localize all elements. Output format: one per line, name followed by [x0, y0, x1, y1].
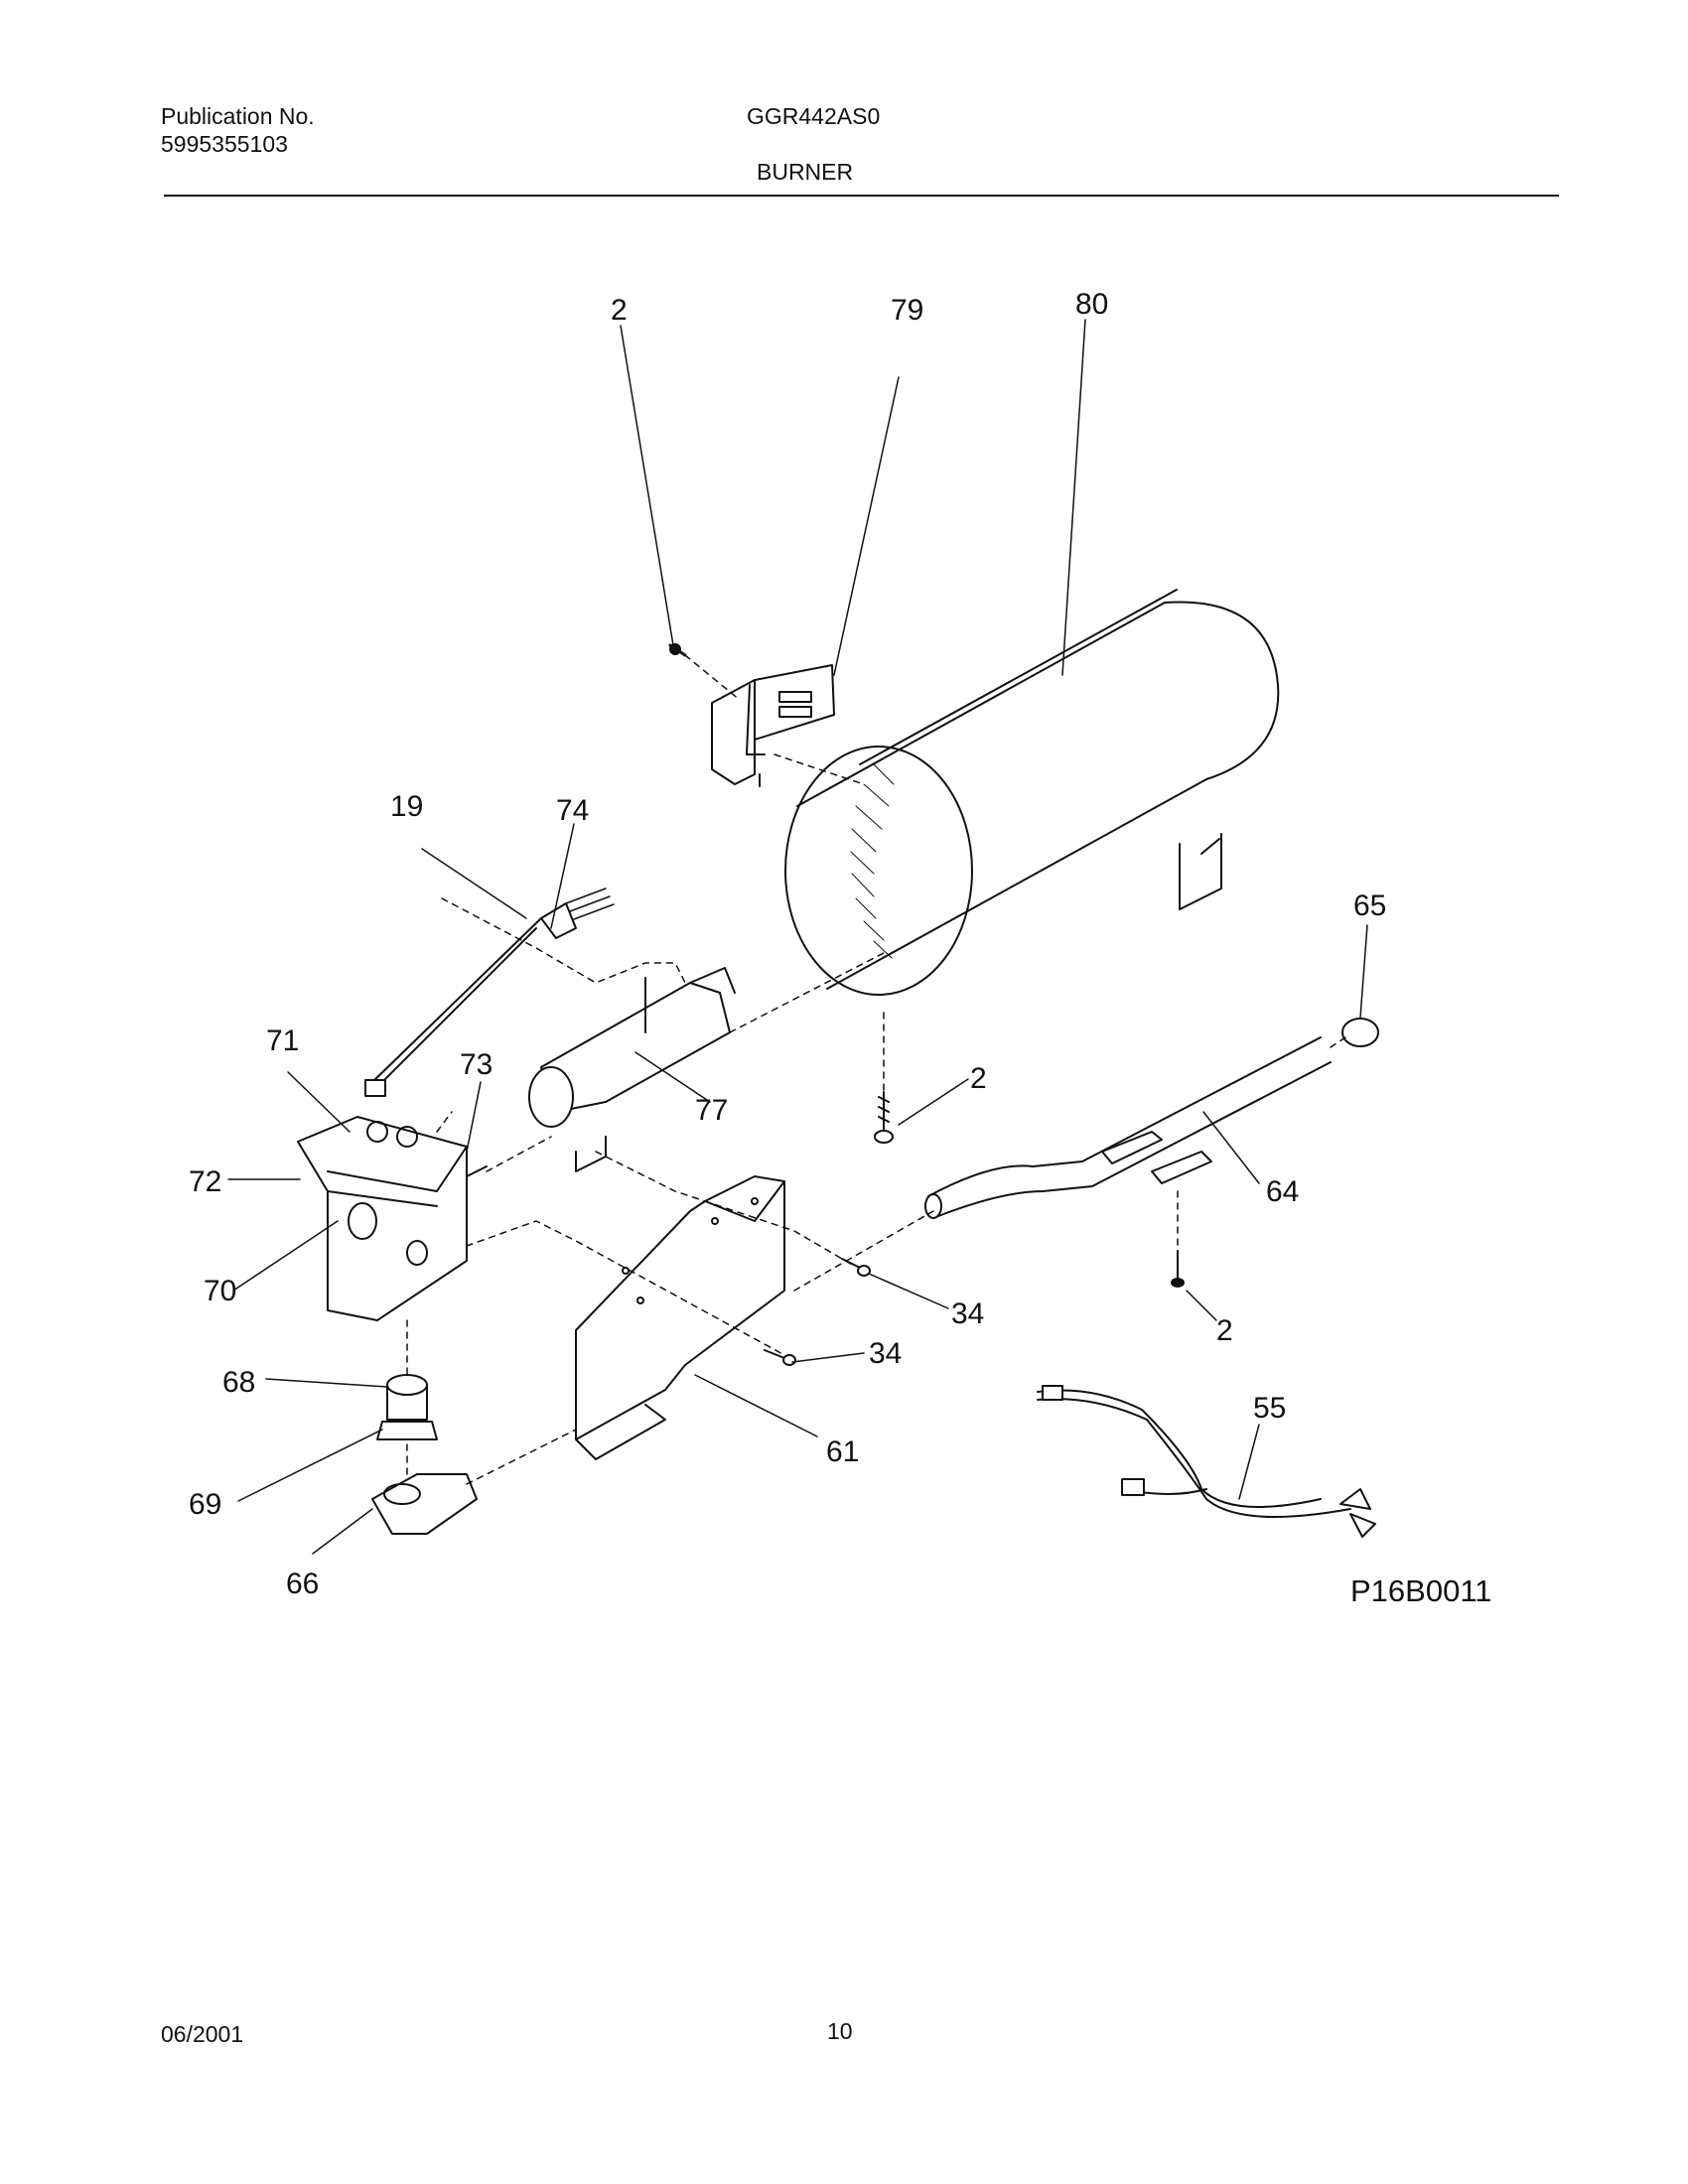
elbow-part-66 [371, 1473, 478, 1535]
callout-71: 71 [266, 1024, 299, 1057]
fitting-part-68 [386, 1374, 428, 1421]
screw-2-top [668, 643, 687, 657]
pipe-cap-part-65 [1341, 1018, 1379, 1047]
callout-68: 68 [222, 1366, 255, 1399]
callout-79: 79 [891, 294, 923, 327]
gas-valve-part-70 [297, 1116, 488, 1321]
callout-65: 65 [1353, 889, 1386, 922]
flame-sensor-part-79 [711, 664, 835, 787]
callout-74: 74 [556, 794, 589, 827]
diagram-reference: P16B0011 [1350, 1573, 1492, 1608]
model-number: GGR442AS0 [747, 103, 881, 129]
publication-label: Publication No. [161, 103, 315, 129]
wire-harness-part-55 [1037, 1385, 1376, 1538]
callout-34-a: 34 [951, 1297, 984, 1330]
igniter-part-74 [364, 887, 615, 1097]
burner-part-77 [528, 967, 736, 1172]
screw-2-mid [874, 1091, 894, 1144]
section-title: BURNER [757, 159, 854, 185]
callout-72: 72 [189, 1165, 221, 1198]
adapter-part-69 [376, 1421, 438, 1440]
callout-69: 69 [189, 1488, 221, 1521]
callout-77: 77 [695, 1094, 728, 1127]
bracket-part-61 [575, 1175, 785, 1460]
publication-number: 5995355103 [161, 131, 288, 157]
callout-73: 73 [460, 1048, 492, 1081]
callout-2-top: 2 [611, 294, 628, 327]
callout-2-mid: 2 [970, 1062, 987, 1095]
burner-tube-part-80 [784, 589, 1280, 996]
publication-date: 06/2001 [161, 2021, 244, 2047]
header-rule [164, 195, 1559, 197]
screw-2-right [1171, 1250, 1185, 1288]
callout-61: 61 [826, 1435, 859, 1468]
callout-66: 66 [286, 1568, 319, 1600]
page-number: 10 [827, 2018, 853, 2044]
callout-70: 70 [204, 1275, 236, 1307]
callout-19: 19 [390, 790, 423, 823]
callout-64: 64 [1266, 1175, 1299, 1208]
callout-2-right: 2 [1216, 1314, 1233, 1347]
callout-55: 55 [1253, 1392, 1286, 1425]
callout-80: 80 [1075, 288, 1108, 321]
gas-pipe-part-64 [924, 1036, 1332, 1219]
callout-34-b: 34 [869, 1337, 902, 1370]
